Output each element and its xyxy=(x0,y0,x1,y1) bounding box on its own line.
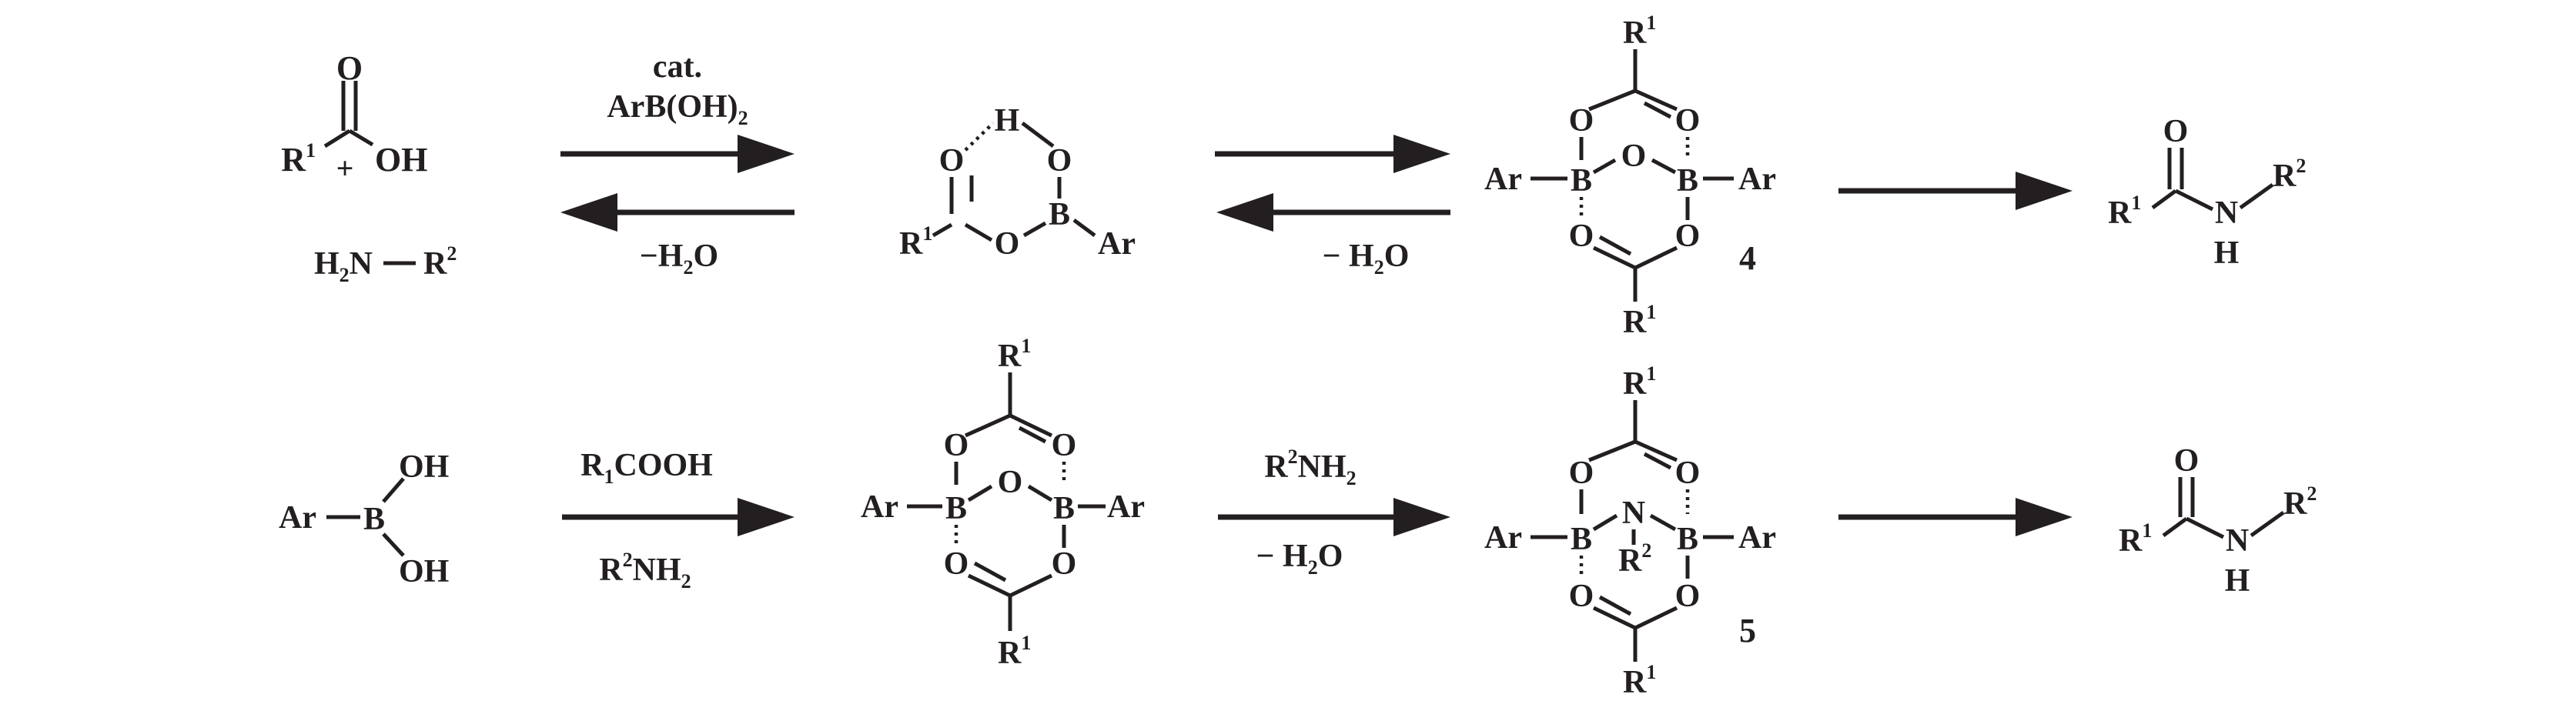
left-boron: B xyxy=(945,491,967,526)
compound-5-label: 5 xyxy=(1739,612,1756,649)
bottom-right-oxygen: O xyxy=(1052,546,1077,582)
acyloxyboronate-intermediate: O H O B O Ar R1 xyxy=(899,103,1136,262)
amine-reagent-2: R2NH2 xyxy=(1264,446,1356,489)
bottom-left-oxygen: O xyxy=(1569,579,1594,614)
compound-4-label: 4 xyxy=(1739,239,1756,277)
top-right-oxygen: O xyxy=(1052,428,1077,463)
water-loss-label-1: −H2O xyxy=(640,239,718,279)
top-left-oxygen: O xyxy=(1569,103,1594,139)
plus-sign: + xyxy=(336,151,354,185)
amide-r2: R2 xyxy=(2273,155,2306,194)
right-aryl: Ar xyxy=(1738,520,1776,556)
bridged-boron-dimer: R1 O O Ar B O B Ar O O R1 xyxy=(861,335,1145,671)
top-r-group: R1 xyxy=(1623,362,1656,402)
bottom-r-group: R1 xyxy=(1623,301,1656,340)
aryl-boronic-acid: Ar B OH OH xyxy=(279,449,449,589)
right-boron: B xyxy=(1053,491,1075,526)
amine-h2n: H2N xyxy=(314,246,373,286)
boron: B xyxy=(1049,197,1070,232)
catalyst-reagent: ArB(OH)2 xyxy=(607,89,748,129)
equilibrium-arrow-2: − H2O xyxy=(1215,135,1450,279)
top-r-group: R1 xyxy=(1623,12,1656,51)
nitrogen-r2: R2 xyxy=(1618,539,1651,579)
amine-reagent: R2NH2 xyxy=(599,549,691,592)
bridging-oxygen: O xyxy=(998,465,1023,500)
top-r-group: R1 xyxy=(998,335,1031,374)
bottom-right-oxygen: O xyxy=(1675,579,1701,614)
amide-oxygen: O xyxy=(2174,443,2200,479)
amide-nitrogen: N xyxy=(2226,523,2249,559)
carbonyl-oxygen: O xyxy=(939,143,965,179)
left-boron: B xyxy=(1571,163,1592,199)
right-boron: B xyxy=(1677,522,1698,557)
reaction-arrow-3 xyxy=(1838,172,2073,210)
amide-product-2: O R1 N H R2 xyxy=(2119,443,2317,599)
amine: H2N R2 xyxy=(314,242,457,286)
amide-r1: R1 xyxy=(2108,192,2141,231)
left-aryl: Ar xyxy=(1484,520,1522,556)
amide-product-1: O R1 N H R2 xyxy=(2108,114,2306,271)
bottom-left-oxygen: O xyxy=(1569,219,1594,254)
water-loss-label-2: − H2O xyxy=(1323,239,1410,279)
bridging-nitrogen: N xyxy=(1622,496,1645,531)
equilibrium-arrow-1: cat. ArB(OH)2 −H2O xyxy=(560,49,795,279)
left-boron: B xyxy=(1571,522,1592,557)
compound-4: R1 O O Ar B O B Ar O O R1 4 xyxy=(1484,12,1776,340)
catalyst-label: cat. xyxy=(653,49,702,85)
boronic-hydroxyl-top: OH xyxy=(399,449,449,485)
amide-r2: R2 xyxy=(2283,482,2317,522)
hydroxyl-oxygen: O xyxy=(1047,143,1072,179)
bottom-r-group: R1 xyxy=(1623,661,1656,700)
right-boron: B xyxy=(1677,163,1698,199)
acid-hydroxyl: OH xyxy=(375,141,427,179)
amine-r-group: R2 xyxy=(423,242,457,282)
aryl: Ar xyxy=(1098,226,1136,262)
amide-oxygen: O xyxy=(2163,114,2189,149)
reaction-arrow-4: R1COOH R2NH2 xyxy=(562,448,795,592)
top-left-oxygen: O xyxy=(1569,456,1594,491)
bottom-right-oxygen: O xyxy=(1675,219,1701,254)
boronic-hydroxyl-bottom: OH xyxy=(399,554,449,589)
right-aryl: Ar xyxy=(1107,489,1145,525)
reaction-arrow-6 xyxy=(1838,498,2073,536)
carboxylic-acid-reagent: R1COOH xyxy=(580,448,713,488)
carboxylic-acid: O OH R1 + xyxy=(281,49,427,185)
right-aryl: Ar xyxy=(1738,162,1776,197)
ester-oxygen: O xyxy=(995,226,1020,262)
amide-hydrogen: H xyxy=(2214,235,2240,271)
reaction-arrow-5: R2NH2 − H2O xyxy=(1218,446,1450,579)
bridging-oxygen: O xyxy=(1621,139,1647,174)
water-loss-label-3: − H2O xyxy=(1256,539,1343,579)
acid-r-group: R1 xyxy=(281,139,316,179)
r-group: R1 xyxy=(899,222,932,262)
bottom-r-group: R1 xyxy=(998,632,1031,671)
hydrogen: H xyxy=(995,103,1020,139)
left-aryl: Ar xyxy=(861,489,898,525)
compound-5: R1 O O Ar B N R2 B Ar O O R1 5 xyxy=(1484,362,1776,700)
amide-nitrogen: N xyxy=(2215,195,2238,231)
top-right-oxygen: O xyxy=(1675,103,1701,139)
left-aryl: Ar xyxy=(1484,162,1522,197)
amide-hydrogen: H xyxy=(2225,563,2250,599)
acid-carbonyl-oxygen: O xyxy=(336,49,363,87)
boronic-boron: B xyxy=(363,502,385,537)
bottom-left-oxygen: O xyxy=(944,546,969,582)
top-right-oxygen: O xyxy=(1675,456,1701,491)
top-left-oxygen: O xyxy=(944,428,969,463)
amide-r1: R1 xyxy=(2119,519,2152,559)
boronic-aryl: Ar xyxy=(279,500,316,536)
